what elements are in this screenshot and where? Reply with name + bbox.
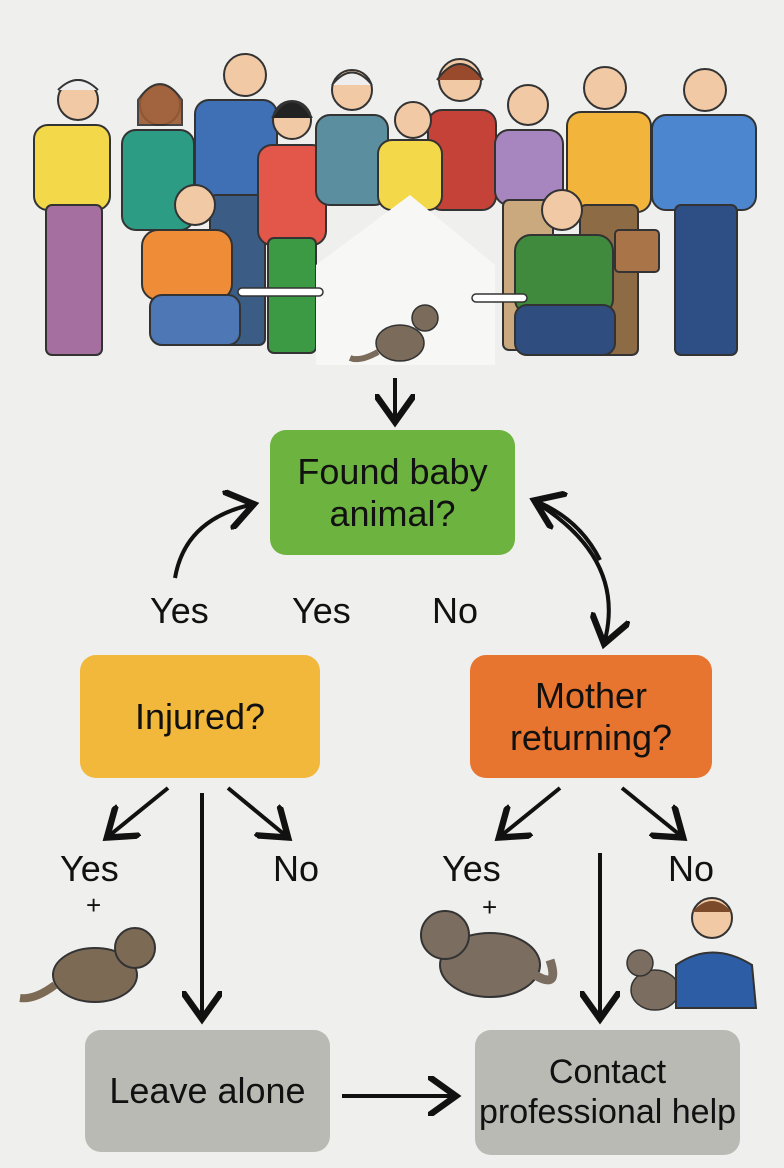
person-teal-shirt-glasses <box>315 69 389 206</box>
node-found-baby-animal: Found baby animal? <box>270 430 515 555</box>
arrow-injured-yes <box>110 786 170 835</box>
node-mother-returning: Mother returning? <box>470 655 712 778</box>
node-leave-alone: Leave alone <box>85 1030 330 1152</box>
edge-label-no: No <box>432 590 479 631</box>
person-orange-crouching <box>141 184 324 346</box>
edge-label-yes: Yes <box>60 848 119 889</box>
edge-label-plus: + <box>482 892 498 922</box>
node-label: Mother returning? <box>509 675 673 758</box>
node-label: Injured? <box>134 695 266 737</box>
person-green-shirt-crouching <box>471 189 616 356</box>
node-label: Leave alone <box>109 1070 306 1112</box>
crowd-illustration <box>33 53 757 365</box>
animal-illustration-left <box>19 927 156 1003</box>
edge-label-yes: Yes <box>292 590 351 631</box>
arrow-injured-no <box>226 786 285 835</box>
person-yellow-shirt <box>33 79 111 356</box>
edge-label-yes: Yes <box>150 590 209 631</box>
person-blue-shirt-bag <box>614 68 757 356</box>
node-contact-professional-help: Contact professional help <box>475 1030 740 1155</box>
tent-shape <box>316 195 495 365</box>
edge-label-plus: + <box>86 890 102 920</box>
animal-and-person-illustration <box>626 897 758 1011</box>
arrow-mother-no <box>620 786 680 835</box>
node-injured: Injured? <box>80 655 320 778</box>
arrow-found-back <box>538 502 602 561</box>
node-label: Found baby animal? <box>297 451 488 534</box>
edge-label-yes: Yes <box>442 848 501 889</box>
edge-label-no: No <box>273 848 320 889</box>
edge-label-no: No <box>668 848 715 889</box>
arrow-yes-to-found <box>173 505 250 579</box>
baby-animal-icon <box>348 304 439 363</box>
person-red-top <box>427 58 497 211</box>
animal-illustration-right <box>420 910 558 998</box>
arrow-mother-yes <box>502 786 562 835</box>
node-label: Contact professional help <box>478 1053 737 1131</box>
